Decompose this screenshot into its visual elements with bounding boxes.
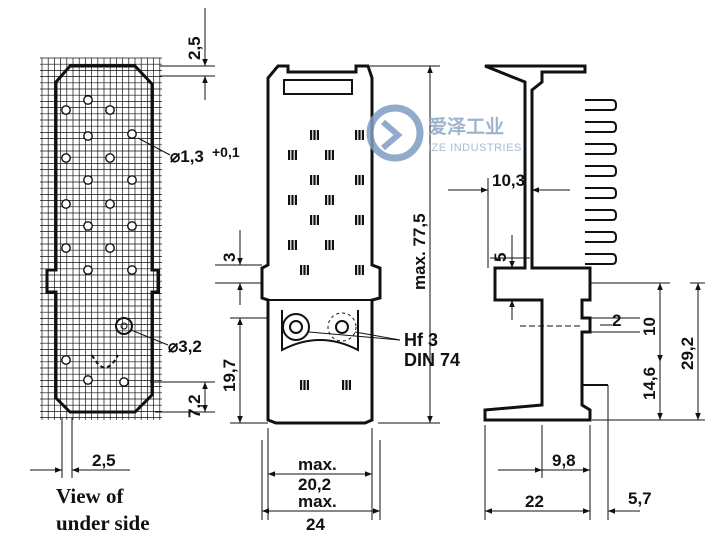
pin-hole <box>105 105 115 115</box>
under-side-outline <box>45 64 160 414</box>
caption-line-2: under side <box>56 511 150 535</box>
pin-hole <box>83 375 93 385</box>
pin-hole <box>119 377 129 387</box>
front-lower-dim: 19,7 <box>220 359 239 392</box>
pin-hole <box>61 105 71 115</box>
ize-logo-icon <box>366 104 424 162</box>
side-view: 10,3 5 2 10 14,6 29,2 9,8 22 <box>448 64 705 520</box>
contact-pin <box>300 265 309 275</box>
pin-holes <box>61 95 137 387</box>
width-inner-value: 20,2 <box>298 475 331 494</box>
pin-hole <box>83 131 93 141</box>
pin-hole <box>83 95 93 105</box>
under-side-cutout <box>91 354 119 369</box>
contact-pin <box>355 215 364 225</box>
side-pin-lead <box>585 99 617 111</box>
pin-hole <box>127 221 137 231</box>
contact-pin <box>355 175 364 185</box>
pin-hole <box>61 199 71 209</box>
side-pin-lead <box>585 209 617 221</box>
contact-pin <box>325 195 334 205</box>
width-outer-max: max. <box>298 492 337 511</box>
side-pin-lead <box>585 165 617 177</box>
side-bottom-dim-a: 9,8 <box>552 451 576 470</box>
front-height-dim: max. 77,5 <box>410 213 429 290</box>
contact-pin <box>310 215 319 225</box>
large-hole <box>115 317 133 335</box>
mount-hole-left <box>282 313 310 341</box>
side-pins <box>582 99 617 386</box>
small-hole-tolerance: +0,1 <box>212 144 240 160</box>
pin-grid <box>40 57 162 420</box>
side-pin-lead <box>585 121 617 133</box>
pin-rows <box>288 130 364 390</box>
din74-label: DIN 74 <box>404 350 460 370</box>
contact-pin <box>325 150 334 160</box>
side-top-dim: 10,3 <box>492 171 525 190</box>
side-bottom-dim-c: 5,7 <box>628 489 652 508</box>
width-inner-max: max. <box>298 455 337 474</box>
under-top-dim: 2,5 <box>185 36 204 60</box>
front-step-dim: 3 <box>220 253 239 262</box>
pin-hole <box>127 175 137 185</box>
contact-pin <box>355 130 364 140</box>
side-outline <box>483 64 592 422</box>
pin-hole <box>127 129 137 139</box>
contact-pin <box>325 240 334 250</box>
width-outer-value: 24 <box>306 515 325 534</box>
contact-pin <box>342 380 351 390</box>
contact-pin <box>310 175 319 185</box>
side-pin-lead <box>585 187 617 199</box>
pin-hole <box>105 199 115 209</box>
side-pin-lead <box>585 253 617 265</box>
hf3-label: Hf 3 <box>404 330 438 350</box>
contact-pin <box>288 150 297 160</box>
under-side-dim: 7,2 <box>185 394 204 418</box>
caption-line-1: View of <box>56 484 124 508</box>
watermark-name-en: IZE INDUSTRIES <box>428 142 522 154</box>
pin-hole <box>61 243 71 253</box>
side-pin-lead <box>585 143 617 155</box>
side-pin-dim: 2 <box>612 311 621 330</box>
contact-pin <box>310 130 319 140</box>
contact-pin <box>300 380 309 390</box>
pin-hole <box>83 265 93 275</box>
watermark: 爱泽工业 IZE INDUSTRIES <box>366 104 522 162</box>
large-hole-dim: ⌀3,2 <box>168 337 202 356</box>
watermark-name-cn: 爱泽工业 <box>428 116 504 138</box>
pin-hole <box>105 243 115 253</box>
front-lower-cavity <box>281 310 359 352</box>
contact-pin <box>288 195 297 205</box>
contact-pin <box>355 265 364 275</box>
pin-hole <box>83 221 93 231</box>
pin-hole <box>105 153 115 163</box>
front-view: max. 77,5 3 19,7 Hf 3 DIN 74 max. 20,2 m… <box>215 64 460 534</box>
side-mid-dim: 10 <box>640 317 659 336</box>
pin-hole <box>61 355 71 365</box>
label-window <box>283 79 353 95</box>
side-pin-lead <box>585 231 617 243</box>
pin-hole <box>61 153 71 163</box>
front-outline <box>260 64 382 425</box>
side-step-dim: 5 <box>491 253 510 262</box>
contact-pin <box>288 240 297 250</box>
large-hole-center <box>120 322 128 330</box>
mount-hole-right <box>327 312 357 342</box>
under-bottom-dim: 2,5 <box>92 451 116 470</box>
pin-hole <box>127 265 137 275</box>
side-bottom-dim-b: 22 <box>525 492 544 511</box>
small-hole-dim: ⌀1,3 <box>170 147 204 166</box>
pin-hole <box>83 175 93 185</box>
side-lower-dim: 14,6 <box>640 367 659 400</box>
under-side-view: 2,5 ⌀1,3 +0,1 ⌀3,2 7,2 2,5 View of under… <box>30 8 240 535</box>
side-total-dim: 29,2 <box>678 337 697 370</box>
